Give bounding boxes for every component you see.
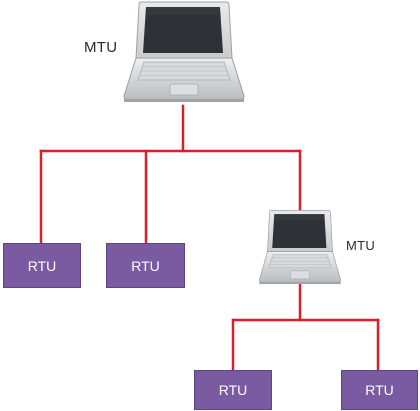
laptop-icon — [259, 210, 341, 285]
rtu-box-2: RTU — [106, 243, 185, 288]
mtu-label-sub: MTU — [346, 238, 376, 253]
rtu-label: RTU — [27, 257, 57, 274]
rtu-label: RTU — [131, 257, 160, 274]
rtu-label: RTU — [365, 382, 394, 398]
rtu-label: RTU — [218, 382, 248, 398]
laptop-icon — [123, 1, 245, 102]
rtu-box-1: RTU — [3, 243, 81, 288]
mtu-label-top: MTU — [84, 39, 118, 56]
rtu-box-4: RTU — [341, 370, 418, 410]
rtu-box-3: RTU — [194, 370, 272, 410]
